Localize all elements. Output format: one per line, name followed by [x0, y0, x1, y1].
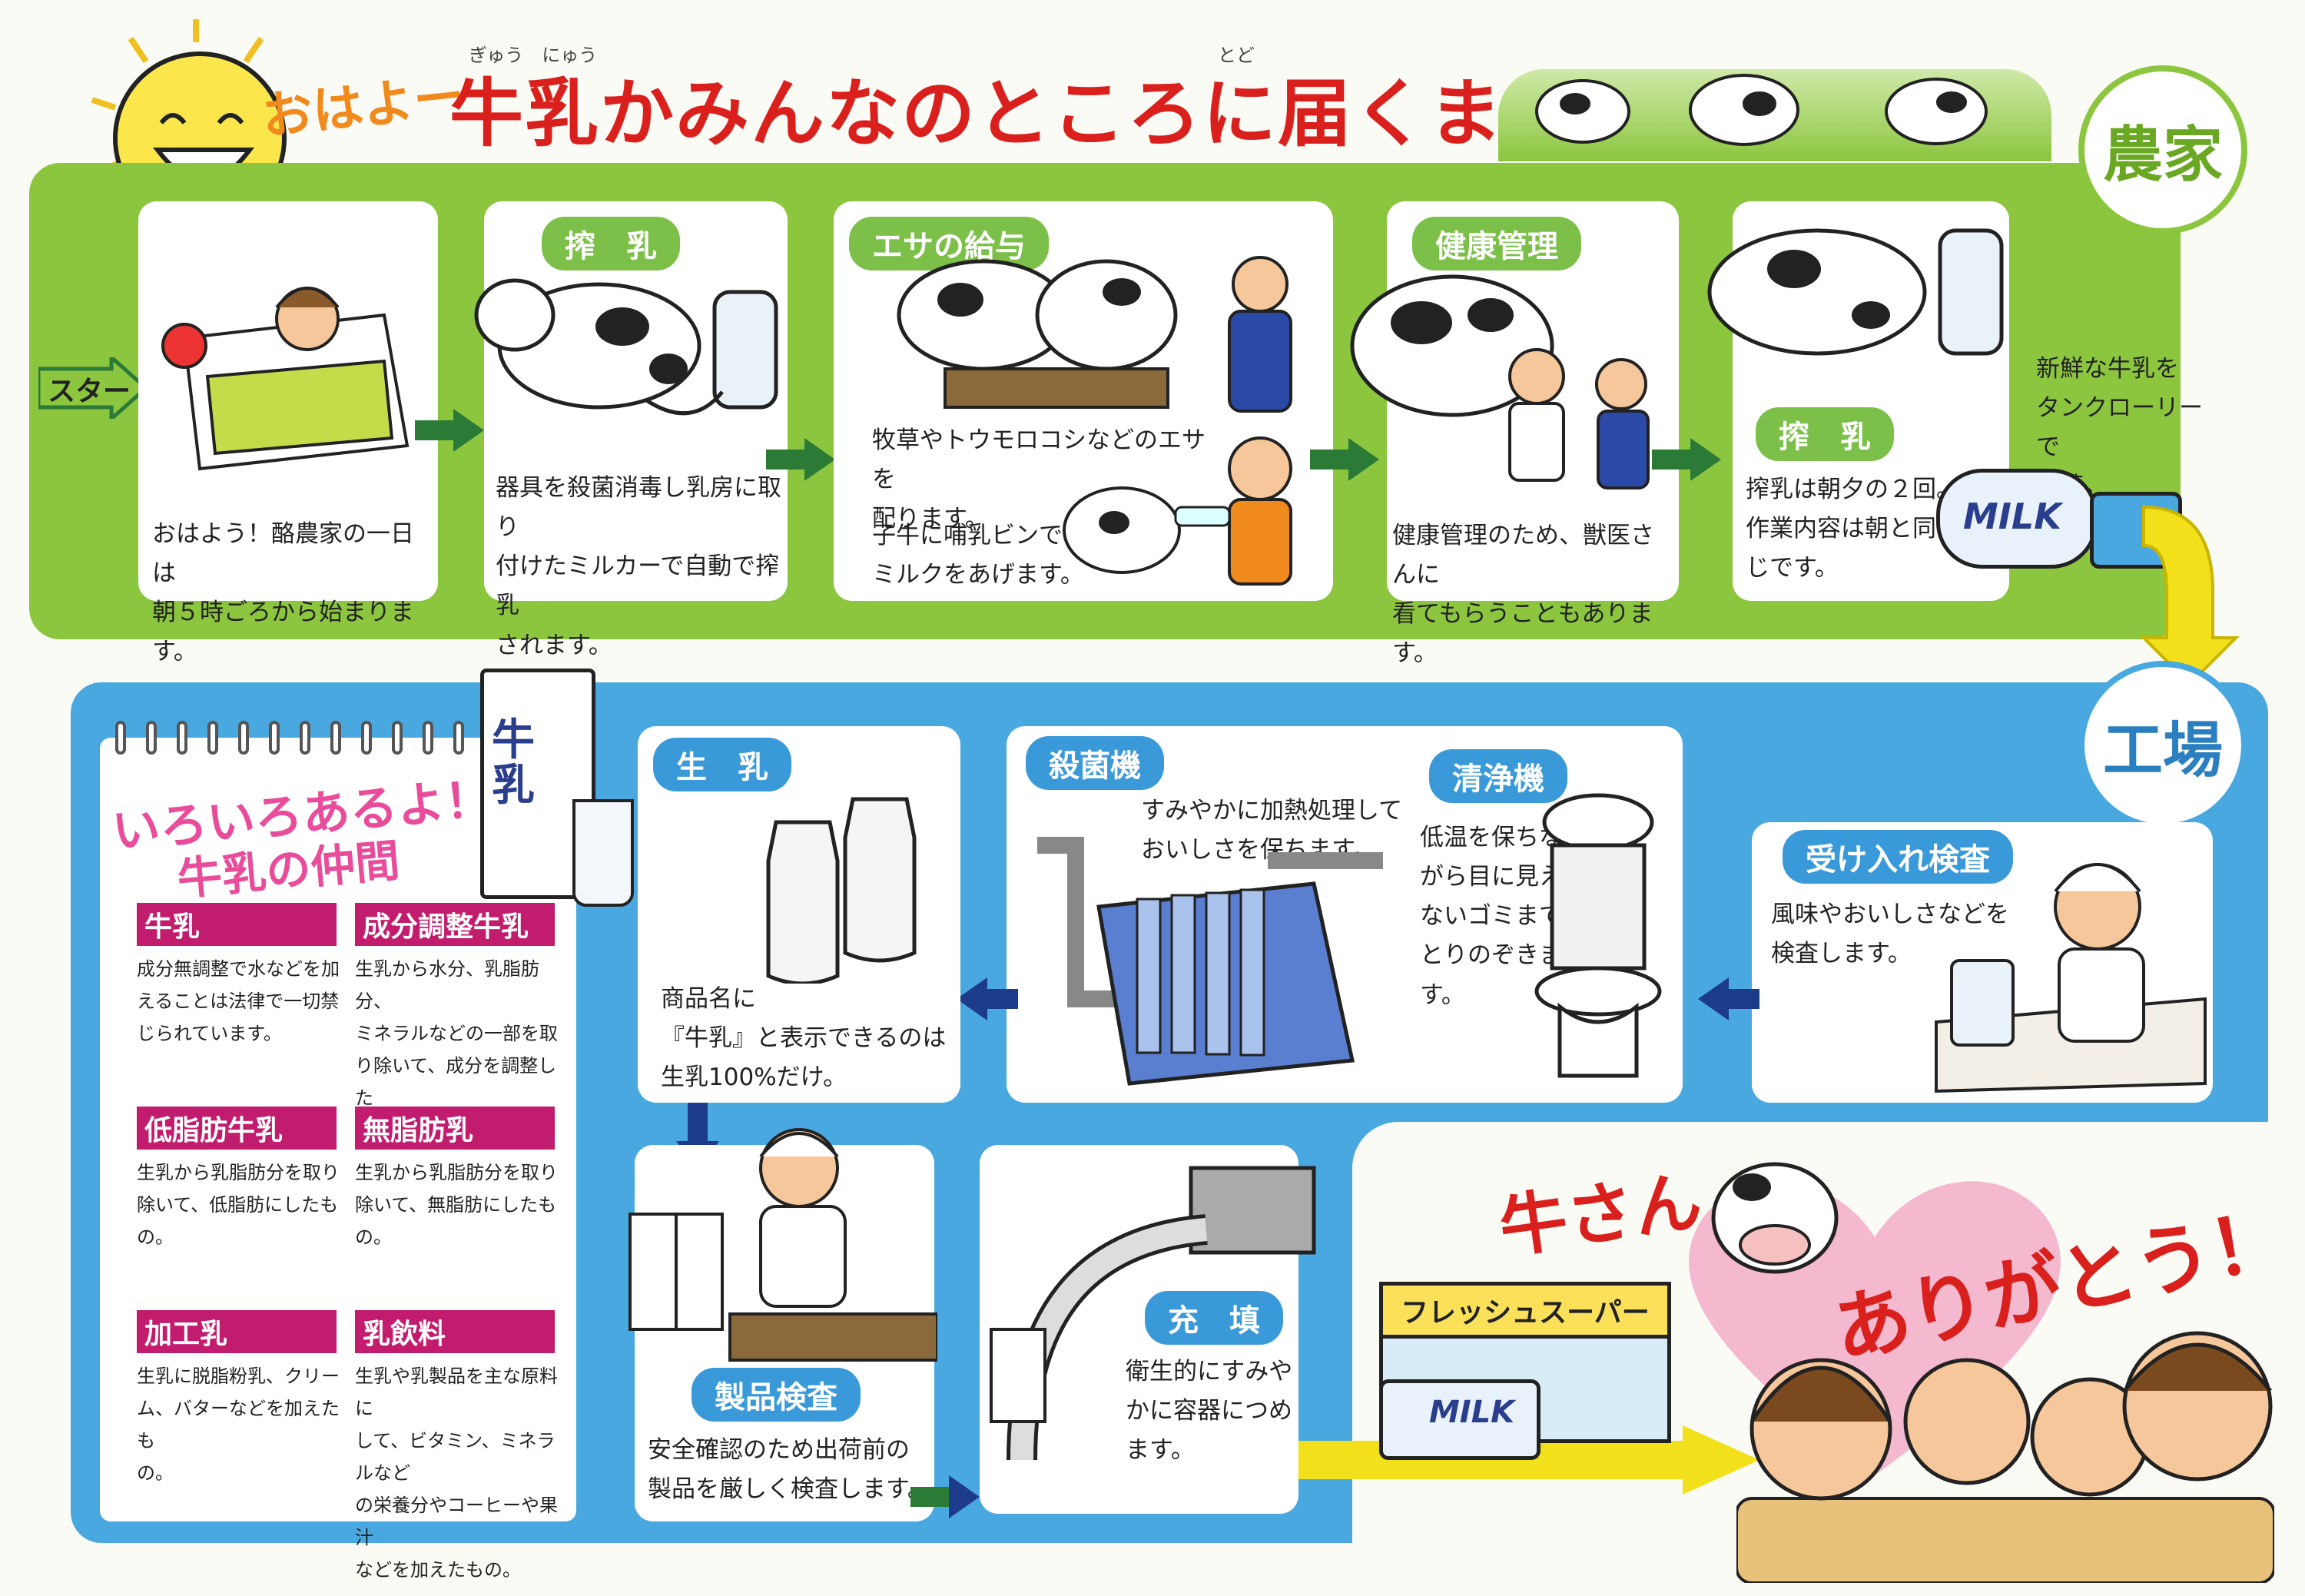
flow-arrow-icon: [1652, 438, 1721, 481]
delivery-truck: [1379, 1379, 1541, 1460]
farm-step-feeding-text-2: 子牛に哺乳ビンで ミルクをあげます。: [872, 522, 1084, 589]
milk-type-heading: 低脂肪牛乳: [137, 1107, 337, 1150]
milk-carton-label: 牛乳: [492, 715, 535, 811]
notebook-coil: [300, 721, 310, 755]
farm-to-factory-arrow-icon: [2140, 505, 2240, 686]
milk-glass-icon: [572, 799, 634, 907]
worker-packing-illustration: [628, 1128, 937, 1362]
vet-checkup-illustration: [1350, 274, 1650, 489]
factory-step-filling-text: 衛生的にすみや かに容器につめ ます。: [1126, 1358, 1293, 1465]
flow-arrow-left-icon: [1698, 977, 1759, 1020]
farm-step-health-text: 健康管理のため、獣医さんに 看てもらうこともあります。: [1392, 522, 1654, 668]
factory-step-reception-text: 風味やおいしさなどを 検査します。: [1771, 901, 2009, 968]
title-ruby-2: とど: [1218, 45, 1255, 66]
factory-step-raw-milk-text: 商品名に 『牛乳』と表示できるのは 生乳100%だけ。: [661, 985, 947, 1092]
family-illustration: [1736, 1331, 2274, 1583]
farm-section-label: 農家: [2078, 65, 2247, 234]
notebook-coil: [238, 721, 249, 755]
milk-type-text: 生乳や乳製品を主な原料に して、ビタミン、ミネラルなど の栄養分やコーヒーや果汁…: [355, 1365, 558, 1581]
grazing-cows-illustration: [1535, 74, 1988, 146]
milk-type-text: 成分無調整で水などを加 えることは法律で一切禁 じられています。: [137, 958, 340, 1044]
cow-face-illustration: [1711, 1162, 1839, 1274]
farmer-waking-illustration: [161, 287, 410, 471]
milk-type-text: 生乳に脱脂粉乳、クリー ム、バターなどを加えたも の。: [137, 1365, 340, 1484]
factory-step-sterilizer-text: すみやかに加熱処理して おいしさを保ちます。: [1141, 797, 1403, 864]
supermarket-sign: フレッシュスーパー: [1379, 1282, 1671, 1339]
milk-type-heading: 無脂肪乳: [355, 1107, 555, 1150]
notebook-coil: [177, 721, 187, 755]
notebook-coil: [146, 721, 157, 755]
factory-step-filling-tag: 充 填: [1145, 1291, 1283, 1345]
notebook-coil: [207, 721, 218, 755]
flow-arrow-left-icon: [957, 977, 1018, 1020]
calf-bottle-illustration: [1063, 436, 1292, 586]
farm-step-milking2-tag: 搾 乳: [1756, 407, 1894, 461]
milk-type-text: 生乳から乳脂肪分を取り 除いて、低脂肪にしたも の。: [137, 1162, 340, 1248]
milk-cans-illustration: [766, 797, 917, 984]
farm-step-wakeup-text: おはよう！酪農家の一日は 朝５時ごろから始まります。: [152, 520, 414, 666]
milk-type-text: 生乳から乳脂肪分を取り 除いて、無脂肪にしたも の。: [355, 1162, 558, 1248]
factory-step-reception-tag: 受け入れ検査: [1783, 830, 2013, 884]
notebook-coil: [330, 721, 341, 755]
notebook-coil: [392, 721, 403, 755]
clarifier-machine-illustration: [1534, 793, 1662, 1078]
start-arrow-icon: [38, 357, 146, 419]
factory-step-sterilizer-tag: 殺菌機: [1026, 736, 1164, 790]
flow-arrow-right-icon: [910, 1475, 980, 1518]
notebook-coil: [453, 721, 464, 755]
flow-arrow-icon: [766, 438, 835, 481]
flow-arrow-icon: [1310, 438, 1379, 481]
notebook-coil: [423, 721, 433, 755]
flow-arrow-icon: [415, 409, 484, 452]
filling-conveyor-illustration: [990, 1166, 1316, 1461]
farm-step-milking2-text: 搾乳は朝夕の２回。 作業内容は朝と同 じです。: [1746, 476, 1960, 582]
milk-type-heading: 牛乳: [137, 903, 337, 946]
factory-step-inspection-tag: 製品検査: [692, 1368, 861, 1422]
notebook-coil: [361, 721, 372, 755]
factory-step-clarifier-text: 低温を保ちな がら目に見え ないゴミまで とりのぞきま す。: [1420, 824, 1563, 1009]
milk-tanker-truck: [1936, 469, 2098, 569]
delivery-truck-label: MILK: [1429, 1395, 1515, 1430]
farm-step-milking-text: 器具を殺菌消毒し乳房に取り 付けたミルカーで自動で搾乳 されます。: [496, 474, 781, 659]
farm-step-feeding-text: 牧草やトウモロコシなどのエサを 配ります。: [872, 426, 1206, 533]
cows-eating-illustration: [897, 256, 1292, 413]
factory-step-raw-milk-tag: 生 乳: [653, 738, 791, 791]
cow-milking-illustration: [474, 278, 778, 416]
milk-type-heading: 乳飲料: [355, 1310, 555, 1353]
milk-type-text: 生乳から水分、乳脂肪分、 ミネラルなどの一部を取 り除いて、成分を調整した もの…: [355, 958, 558, 1141]
page-title: 牛乳かみんなのところに届くまで: [449, 71, 1579, 157]
milk-tanker-label: MILK: [1963, 496, 2061, 537]
factory-step-inspection-text: 安全確認のため出荷前の 製品を厳しく検査します。: [648, 1436, 931, 1504]
milk-type-heading: 成分調整牛乳: [355, 903, 555, 946]
milk-type-heading: 加工乳: [137, 1310, 337, 1353]
farm-step-feeding-tag: エサの給与: [849, 217, 1049, 270]
notebook-coil: [269, 721, 280, 755]
factory-section-label: 工場: [2078, 661, 2247, 830]
farm-step-milking-tag: 搾 乳: [542, 217, 680, 270]
inspector-illustration: [1935, 863, 2207, 1093]
factory-step-clarifier-tag: 清浄機: [1429, 749, 1567, 803]
farm-step-health-tag: 健康管理: [1412, 217, 1581, 270]
sterilizer-machine-illustration: [1037, 837, 1383, 1086]
title-ruby-1: ぎゅう にゅう: [469, 45, 598, 66]
notebook-coil: [115, 721, 126, 755]
cow-milking-machine-illustration: [1707, 228, 2004, 356]
